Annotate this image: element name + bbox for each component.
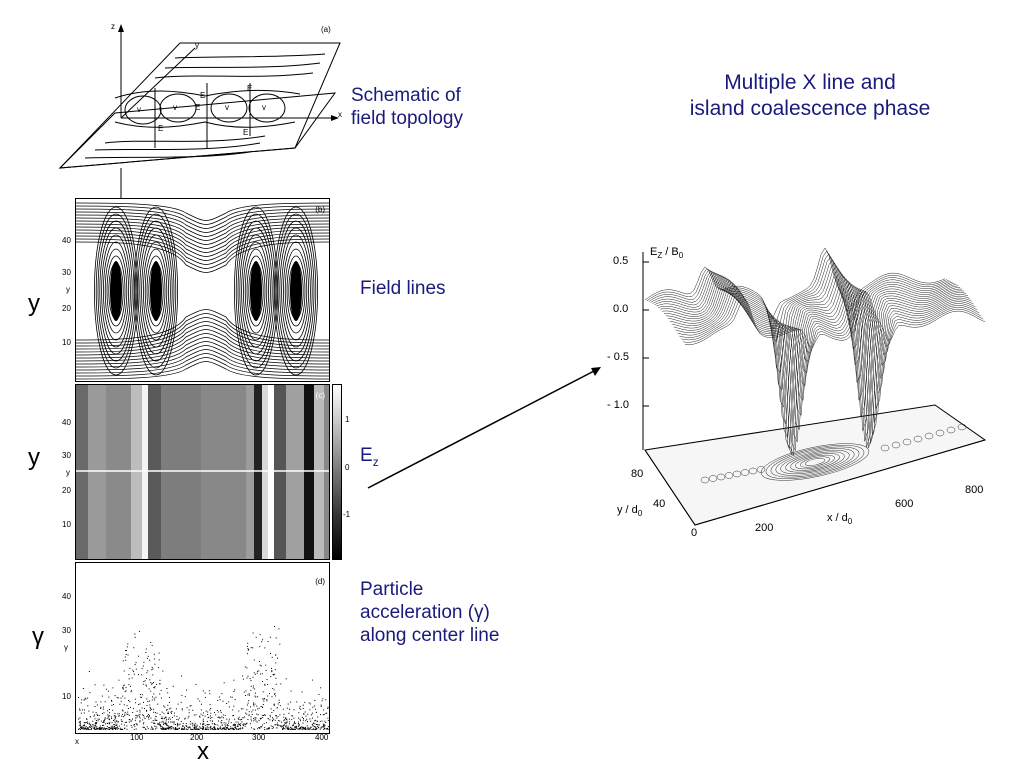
schematic-y-label: y [195, 41, 199, 50]
particle-xtick-300: 300 [252, 733, 266, 742]
surface-ytick-0: 0 [691, 527, 698, 539]
ez-map-drawing [76, 385, 329, 559]
surface-ztick-3: - 1.0 [607, 399, 630, 411]
surface-ylabel: y / d0 [617, 504, 642, 518]
schematic-caption: Schematic of field topology [351, 84, 463, 130]
surface-ylabel-main: y / d [617, 504, 638, 516]
main-title-line1: Multiple X line and [724, 71, 896, 94]
particle-scatter [78, 626, 329, 730]
field-lines-ytick-30: 30 [62, 268, 71, 277]
field-lines-ytick-40: 40 [62, 236, 71, 245]
particle-ytick-30: 30 [62, 626, 71, 635]
surface-zlabel-mid: / B [662, 246, 679, 258]
surface-zlabel-main: E [650, 246, 658, 258]
outer-x-label: x [197, 738, 209, 765]
main-title-line2: island coalescence phase [689, 97, 931, 120]
surface-ztick-1: 0.0 [613, 303, 629, 315]
schematic-e-label-5: E [243, 128, 249, 137]
ez-caption-main: E [360, 445, 373, 466]
field-lines-caption: Field lines [360, 278, 446, 299]
surface-xlabel: x / d0 [827, 512, 852, 526]
pointer-arrow [367, 367, 601, 489]
schematic-v-label-2: v [173, 103, 177, 112]
particle-caption-line1: Particle [360, 579, 424, 600]
particle-caption-line2: acceleration (γ) [360, 602, 490, 623]
field-lines-ytick-20: 20 [62, 304, 71, 313]
schematic-e-label-4: E [158, 124, 164, 133]
surface-drawing [642, 247, 987, 526]
surface-ztick-0: 0.5 [613, 255, 629, 267]
surface-zlabel-sub2: 0 [678, 251, 684, 261]
field-lines-ylabel: y [66, 285, 70, 294]
main-title: Multiple X line and island coalescence p… [640, 70, 980, 122]
schematic-z-label: z [111, 22, 115, 31]
particle-ylabel: γ [64, 643, 68, 652]
particle-panel: (d) [75, 562, 330, 734]
schematic-caption-line2: field topology [351, 108, 463, 129]
schematic-e-label-1: E [200, 91, 206, 100]
field-lines-drawing [76, 202, 329, 380]
schematic-panel: (a) z y x v v v v E E E E E [55, 18, 345, 198]
surface-ytick-80: 80 [631, 468, 644, 480]
surface-ytick-40: 40 [653, 498, 666, 510]
ez-ylabel: y [66, 468, 70, 477]
ez-ytick-40: 40 [62, 418, 71, 427]
surface-ylabel-sub: 0 [637, 509, 643, 519]
schematic-e-label-3: E [247, 84, 253, 93]
surface-ztick-2: - 0.5 [607, 351, 630, 363]
surface-xlabel-main: x / d [827, 512, 848, 524]
field-lines-ytick-10: 10 [62, 338, 71, 347]
schematic-x-label: x [338, 110, 342, 119]
ez-ytick-30: 30 [62, 451, 71, 460]
particle-ytick-10: 10 [62, 692, 71, 701]
schematic-tag: (a) [321, 25, 331, 34]
particle-xtick-400: 400 [315, 733, 329, 742]
schematic-v-label-1: v [137, 105, 141, 114]
particle-caption: Particle acceleration (γ) along center l… [360, 578, 499, 647]
field-lines-panel: (b) [75, 198, 330, 382]
schematic-v-label-4: v [262, 103, 266, 112]
schematic-caption-line1: Schematic of [351, 85, 461, 106]
outer-gamma-label: γ [32, 623, 44, 650]
schematic-v-label-3: v [225, 103, 229, 112]
outer-y-label-1: y [28, 290, 40, 317]
ez-panel: (c) [75, 384, 330, 560]
surface-plot: EZ / B0 0.5 0.0 - 0.5 - 1.0 80 40 0 y / … [605, 240, 1005, 550]
particle-xtick-100: 100 [130, 733, 144, 742]
particle-ytick-40: 40 [62, 592, 71, 601]
schematic-e-label-2: E [195, 103, 201, 112]
ez-colorbar-tick-1: 1 [345, 415, 350, 424]
particle-caption-line3: along center line [360, 625, 500, 646]
ez-ytick-10: 10 [62, 520, 71, 529]
ez-colorbar [332, 384, 342, 560]
surface-xlabel-sub: 0 [847, 517, 853, 527]
ez-colorbar-tick-0: 0 [345, 463, 350, 472]
surface-xtick-600: 600 [895, 498, 914, 510]
particle-tag: (d) [315, 577, 325, 586]
outer-y-label-2: y [28, 444, 40, 471]
particle-xtick-x: x [75, 737, 79, 746]
schematic-drawing [58, 24, 341, 198]
ez-tag: (c) [315, 391, 325, 400]
ez-caption-sub: z [372, 454, 379, 469]
surface-zlabel: EZ / B0 [650, 246, 683, 260]
surface-zlabel-sub: Z [657, 251, 663, 261]
particle-xtick-200: 200 [190, 733, 204, 742]
ez-caption: Ez [360, 444, 379, 474]
ez-colorbar-tick-neg1: -1 [343, 510, 351, 519]
ez-ytick-20: 20 [62, 486, 71, 495]
surface-xtick-200: 200 [755, 522, 774, 534]
field-lines-tag: (b) [315, 205, 325, 214]
surface-xtick-800: 800 [965, 484, 984, 496]
